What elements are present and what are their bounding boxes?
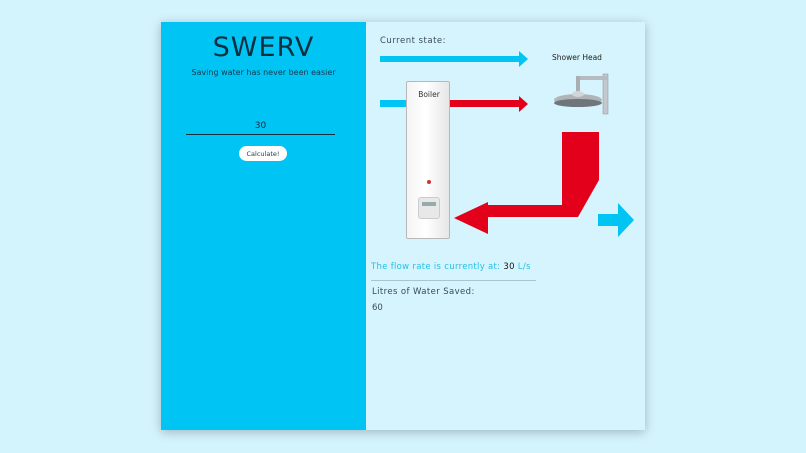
litres-saved-label: Litres of Water Saved: (372, 287, 475, 297)
flow-rate-unit: L/s (517, 262, 531, 272)
litres-saved-value: 60 (372, 303, 383, 313)
flow-diagram (380, 51, 634, 237)
divider (371, 280, 536, 281)
cold-supply-arrow (380, 51, 528, 67)
flow-rate-input[interactable] (186, 118, 335, 135)
boiler-display (422, 202, 436, 206)
shower-head-icon (554, 73, 609, 115)
current-state-label: Current state: (380, 36, 447, 46)
boiler-indicator-icon (427, 180, 431, 184)
boiler-control-panel (418, 197, 440, 219)
cold-exit-arrow (598, 203, 634, 237)
diagram-panel: Current state: Shower Head (366, 22, 645, 430)
flow-rate-line: The flow rate is currently at: 30 L/s (371, 262, 531, 272)
flow-rate-prefix: The flow rate is currently at: (371, 262, 501, 272)
app-title: SWERV (212, 32, 315, 63)
sidebar-panel: SWERV Saving water has never been easier… (161, 22, 366, 430)
boiler-icon: Boiler (406, 81, 450, 239)
flow-rate-value: 30 (503, 262, 515, 272)
shower-head-label: Shower Head (552, 53, 602, 62)
app-tagline: Saving water has never been easier (191, 68, 336, 77)
hot-supply-arrow (450, 96, 528, 112)
boiler-label: Boiler (418, 90, 440, 99)
drain-return-arrow (454, 132, 599, 234)
app-card: SWERV Saving water has never been easier… (161, 22, 645, 430)
calculate-button[interactable]: Calculate! (239, 146, 287, 161)
cold-inlet-bar (380, 100, 406, 107)
